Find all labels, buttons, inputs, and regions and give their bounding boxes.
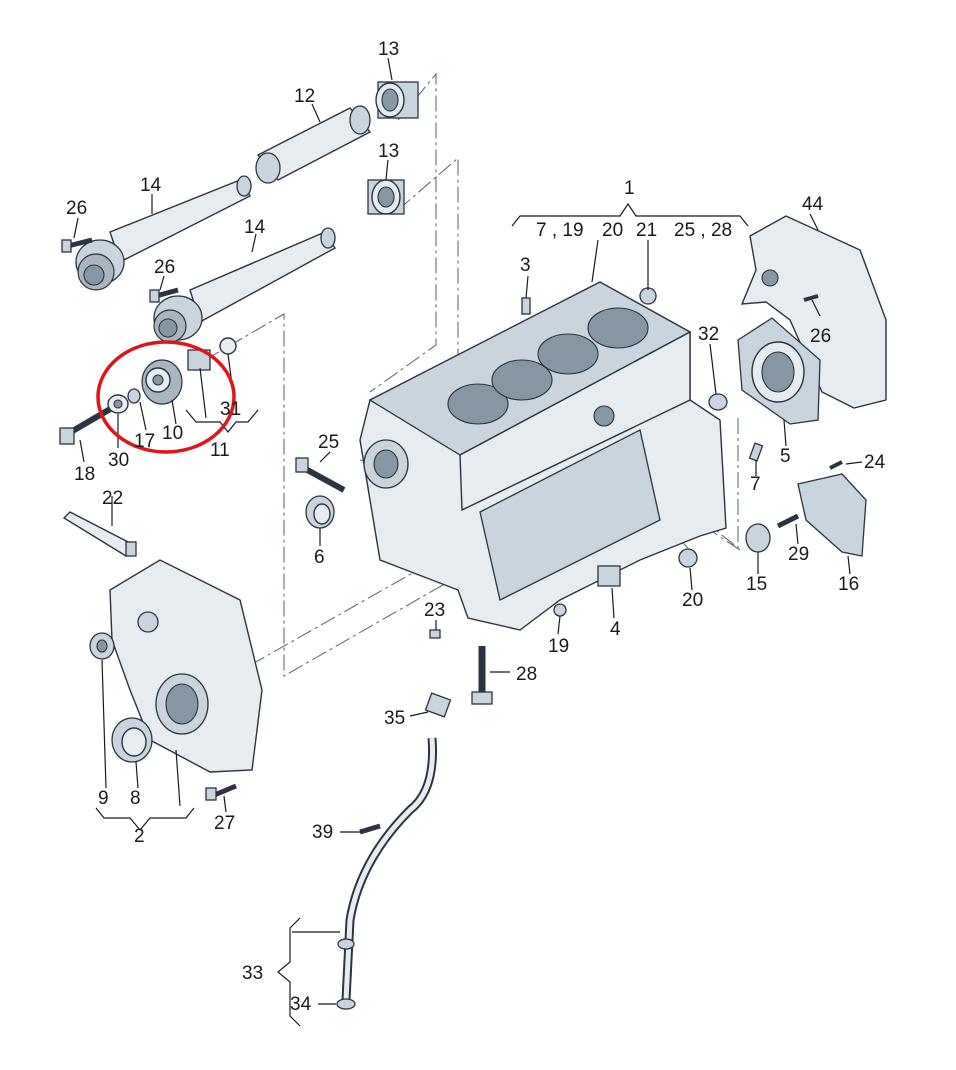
callout-33: 33 <box>242 963 263 984</box>
bolt-27 <box>205 783 237 801</box>
callout-25-28: 25 , 28 <box>674 220 732 241</box>
callout-21: 21 <box>636 220 657 241</box>
callout-32: 32 <box>698 324 719 345</box>
callout-14b: 14 <box>244 217 266 238</box>
callout-20a: 20 <box>602 220 623 241</box>
balance-sprocket-group <box>59 337 237 445</box>
callout-31: 31 <box>220 399 241 420</box>
callout-15: 15 <box>746 574 767 595</box>
leader-lines <box>73 57 863 1027</box>
callout-13a: 13 <box>378 39 399 60</box>
callout-14a: 14 <box>140 175 162 196</box>
callout-11: 11 <box>210 440 230 461</box>
callout-13b: 13 <box>378 141 399 162</box>
callout-23: 23 <box>424 600 445 621</box>
callout-29: 29 <box>788 544 809 565</box>
callout-19: 19 <box>548 636 569 657</box>
callout-labels: 13 12 13 14 26 14 26 31 11 17 10 18 30 2… <box>66 39 886 1015</box>
callout-9: 9 <box>98 788 109 809</box>
needle-bearing-second <box>367 179 405 215</box>
callout-2: 2 <box>134 826 145 847</box>
callout-27: 27 <box>214 813 235 834</box>
needle-bearing-top <box>375 81 419 119</box>
rear-parts <box>737 215 887 557</box>
highlight-circle <box>96 340 236 454</box>
callout-25: 25 <box>318 432 339 453</box>
balance-shaft-upper <box>75 175 252 291</box>
callout-16: 16 <box>838 574 859 595</box>
block-small-parts <box>295 287 764 705</box>
dipstick-assembly <box>336 692 452 1010</box>
callout-26c: 26 <box>810 326 831 347</box>
callout-22: 22 <box>102 488 123 509</box>
callout-28: 28 <box>516 664 537 685</box>
seals-front <box>89 632 153 763</box>
bolts-26 <box>61 237 179 303</box>
callout-1: 1 <box>624 178 635 199</box>
callout-8: 8 <box>130 788 141 809</box>
balancer-tube <box>255 105 372 184</box>
callout-7: 7 <box>750 474 761 495</box>
callout-34: 34 <box>290 994 312 1015</box>
sealant-tube <box>62 511 137 557</box>
callout-10: 10 <box>162 423 183 444</box>
callout-24: 24 <box>864 452 886 473</box>
callout-26b: 26 <box>154 257 175 278</box>
callout-44: 44 <box>802 194 824 215</box>
callout-12: 12 <box>294 86 315 107</box>
callout-4: 4 <box>610 619 621 640</box>
callout-5: 5 <box>780 446 791 467</box>
timing-cover <box>109 559 263 773</box>
callout-26a: 26 <box>66 198 87 219</box>
callout-39: 39 <box>312 822 333 843</box>
callout-18: 18 <box>74 464 95 485</box>
callout-17: 17 <box>134 431 155 452</box>
callout-30: 30 <box>108 450 129 471</box>
callout-6: 6 <box>314 547 325 568</box>
cylinder-block <box>359 281 727 631</box>
callout-3: 3 <box>520 255 531 276</box>
callout-20b: 20 <box>682 590 703 611</box>
callout-7-19: 7 , 19 <box>536 220 584 241</box>
balance-shaft-lower <box>153 227 336 343</box>
callout-35: 35 <box>384 708 405 729</box>
